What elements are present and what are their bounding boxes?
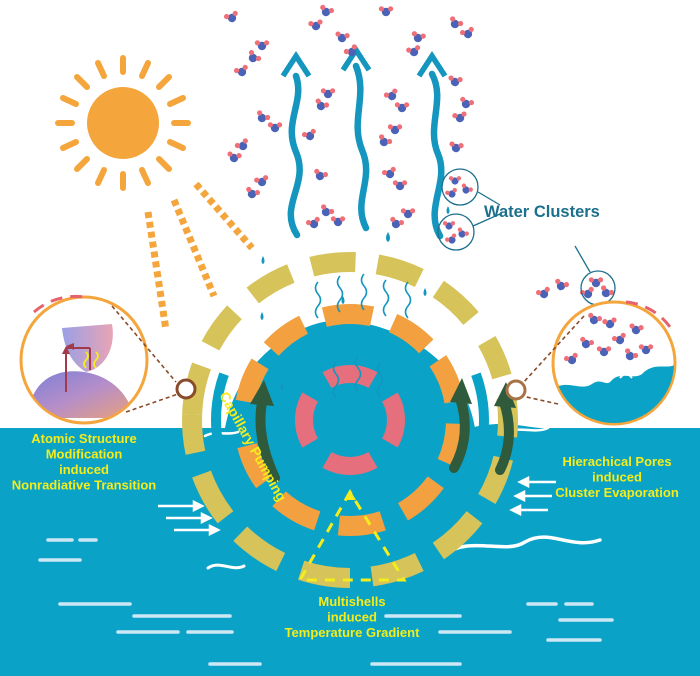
outer-shell-segment [182,362,211,415]
heat-label: Heat [114,343,132,352]
water-droplets [260,206,450,390]
vapor-arrow-icon [287,62,445,240]
capillary-arrowhead [450,378,472,404]
inflow-arrows-right [509,475,556,517]
outer-shell-segment [182,414,206,455]
capillary-arrowhead [494,382,516,408]
gradient-arrow-tip [344,490,356,500]
steam-squiggle [360,273,368,311]
outer-shell-segment [246,264,295,304]
outer-shell-segment [309,252,356,277]
water-streaks [38,426,614,666]
middle-shell-segment [321,304,375,327]
right-magnifier-lens [551,300,677,426]
inflow-arrows-left [158,499,221,537]
steam-squiggle [354,355,362,393]
magnifier-lens-icon [19,294,149,425]
water-molecule-icon [223,4,616,301]
right-lens-connector [521,315,585,405]
right-zoom-ring [505,379,527,401]
inner-shell-segment [322,452,378,475]
outer-shell-segment [375,254,424,287]
middle-shell-segment [272,491,321,531]
steam-squiggle [376,361,384,399]
middle-shell-segment [337,511,386,537]
middle-shell-segment [235,358,269,404]
wet-shell-backing [211,372,239,490]
middle-shell-segment [237,443,273,489]
multishell-evaporator [182,252,518,588]
middle-shell-segment [398,476,444,521]
outer-shell-segment [233,526,286,571]
outer-shell-segment [201,305,242,351]
vapor-arrowheads [280,44,448,78]
inner-shell-segment [294,392,318,448]
steam-squiggle [314,281,322,319]
inner-shell-segment [322,364,378,388]
outer-shell-segment [432,511,483,560]
capillary-arrow [449,393,470,473]
water-clusters-label: Water Clusters [484,203,600,221]
steam-squiggle [404,281,412,319]
temperature-gradient-triangle [297,489,407,582]
outer-shell-segment [192,470,234,524]
steam-squiggle [332,361,340,399]
middle-shell-segment [389,314,434,354]
left-zoom-ring [175,378,197,400]
wet-shell-backing [461,372,489,490]
capillary-arrowhead [250,380,274,406]
sun-icon [55,55,191,191]
left-lens-connector [111,305,179,413]
inner-shell-segment [382,392,406,448]
capillary-arrow [255,397,280,483]
outer-shell-segment [478,336,512,380]
outer-shell-segment [432,280,479,325]
capillary-arrow [495,397,514,475]
sunlight-beams [144,181,255,331]
steam-squiggle [382,279,390,317]
steam-squiggle [336,275,344,313]
middle-shell-segment [263,315,308,356]
